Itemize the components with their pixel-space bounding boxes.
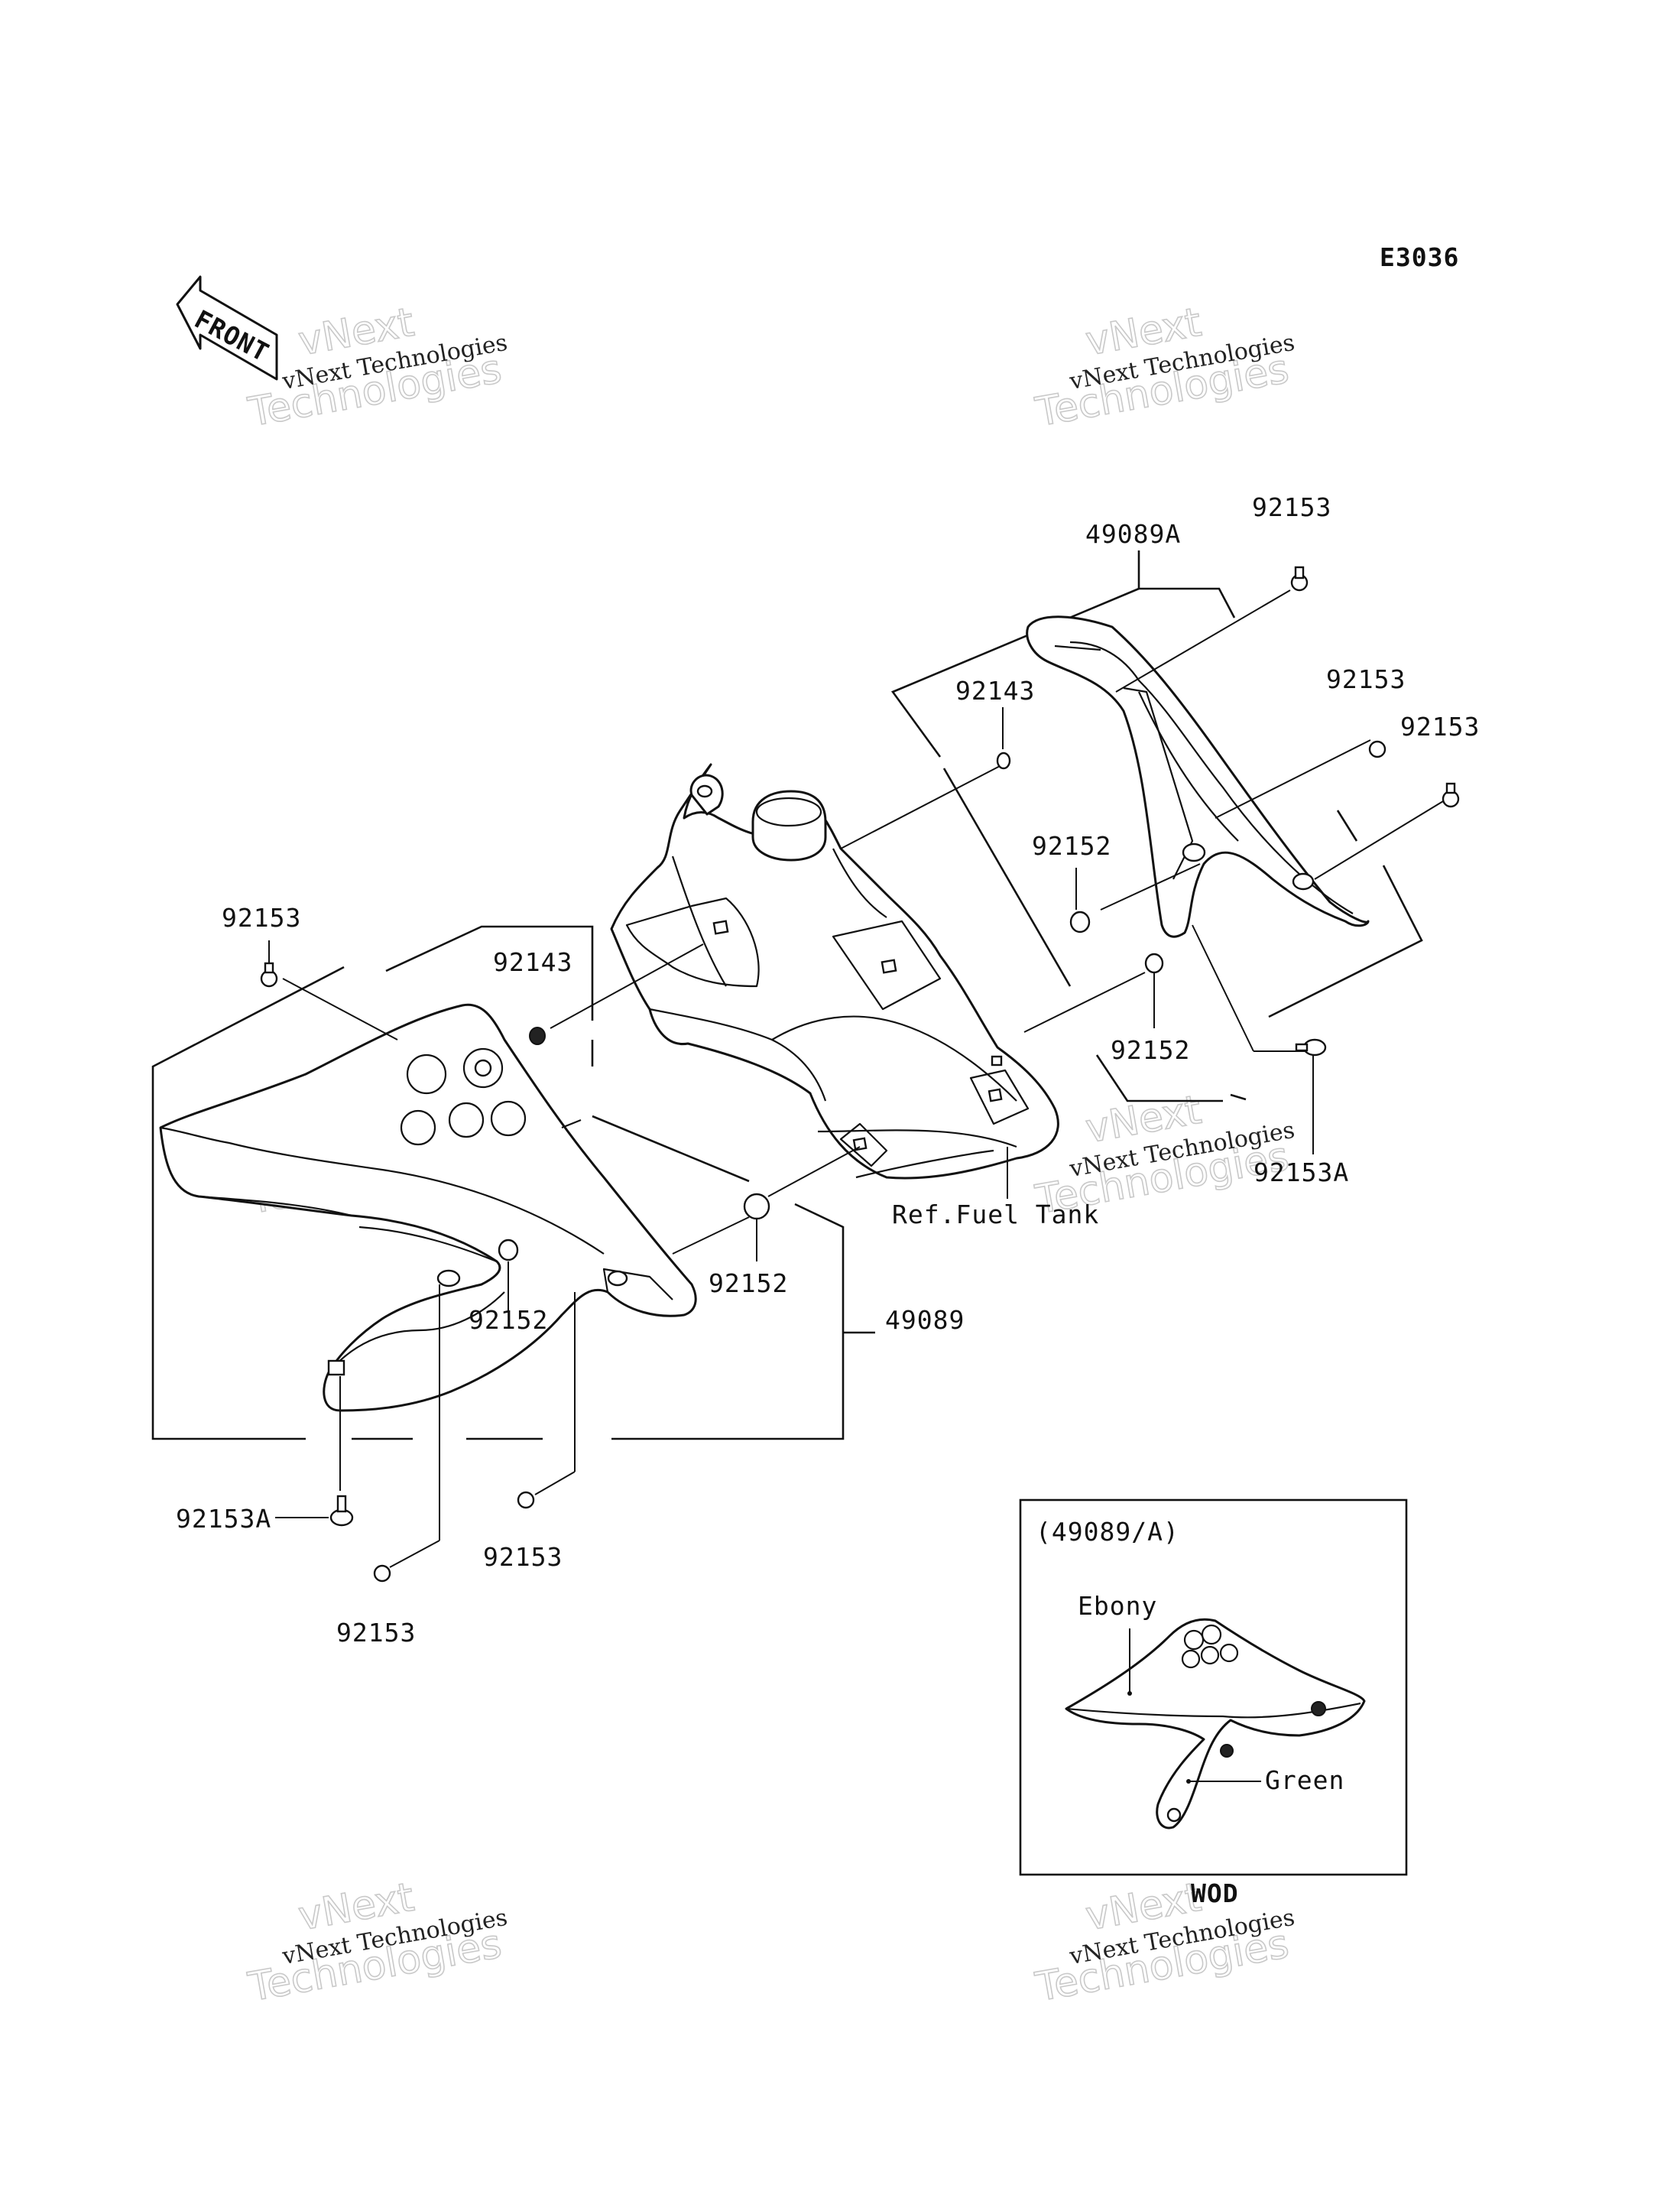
label-92153A-right: 92153A <box>1254 1157 1349 1187</box>
bolt-92153-top <box>1290 566 1309 592</box>
washer-92152-left <box>498 1239 519 1261</box>
label-49089A: 49089A <box>1085 519 1181 549</box>
label-92143-right: 92143 <box>955 676 1035 706</box>
label-92152-right: 92152 <box>1032 831 1111 861</box>
bracket-49089 <box>151 925 875 1440</box>
bolt-92153-r1 <box>1368 740 1386 758</box>
label-92153-left: 92153 <box>222 903 301 933</box>
bolt-92153-r2 <box>1442 782 1460 808</box>
inset-caption: WOD <box>1191 1878 1239 1908</box>
label-92152-mid: 92152 <box>1111 1035 1190 1065</box>
leader-92143-right <box>840 764 1004 849</box>
grommet-92143-left <box>529 1027 546 1045</box>
bolt-92153A-left <box>329 1495 354 1527</box>
fuel-tank <box>610 763 1059 1180</box>
label-92153A-left: 92153A <box>176 1504 271 1534</box>
inset-title: (49089/A) <box>1036 1517 1179 1547</box>
label-92152-center: 92152 <box>709 1268 788 1298</box>
bolt-92153A-right <box>1295 1038 1327 1057</box>
label-92152-left: 92152 <box>469 1305 548 1335</box>
label-92153-r2: 92153 <box>1400 712 1480 742</box>
grommet-92143-right <box>996 752 1011 770</box>
label-49089: 49089 <box>885 1305 965 1335</box>
bolt-92153-left <box>260 962 278 988</box>
label-92153-r1: 92153 <box>1326 664 1406 694</box>
left-shroud-49089 <box>159 1003 697 1412</box>
label-92153-bottom-mid: 92153 <box>483 1542 563 1572</box>
washer-92152-right <box>1069 911 1091 933</box>
inset-ebony-label: Ebony <box>1078 1591 1157 1621</box>
washer-92152-mid <box>1144 953 1164 974</box>
inset-green-label: Green <box>1265 1765 1344 1795</box>
washer-92152-center <box>743 1193 770 1220</box>
leader-92153-top <box>1115 589 1291 693</box>
inset-box: (49089/A) Ebony Green <box>1019 1498 1408 1876</box>
label-92153-bottom-left: 92153 <box>336 1618 416 1648</box>
watermark-bottom-right: vNext Technologies vNext Technologies <box>1031 1874 1296 2011</box>
label-92143-left: 92143 <box>493 947 572 977</box>
label-ref-fuel-tank: Ref.Fuel Tank <box>892 1200 1099 1229</box>
watermark-bottom-left: vNext Technologies vNext Technologies <box>244 1874 509 2011</box>
diagram-code: E3036 <box>1380 242 1459 272</box>
bolt-92153-bottom-left <box>373 1564 391 1583</box>
front-arrow-icon: FRONT <box>176 275 278 381</box>
label-92153-top: 92153 <box>1252 492 1331 522</box>
bolt-92153-bottom-mid <box>517 1491 535 1509</box>
right-shroud-49089A <box>1026 615 1370 938</box>
watermark-top-right: vNext Technologies vNext Technologies <box>1031 299 1296 437</box>
